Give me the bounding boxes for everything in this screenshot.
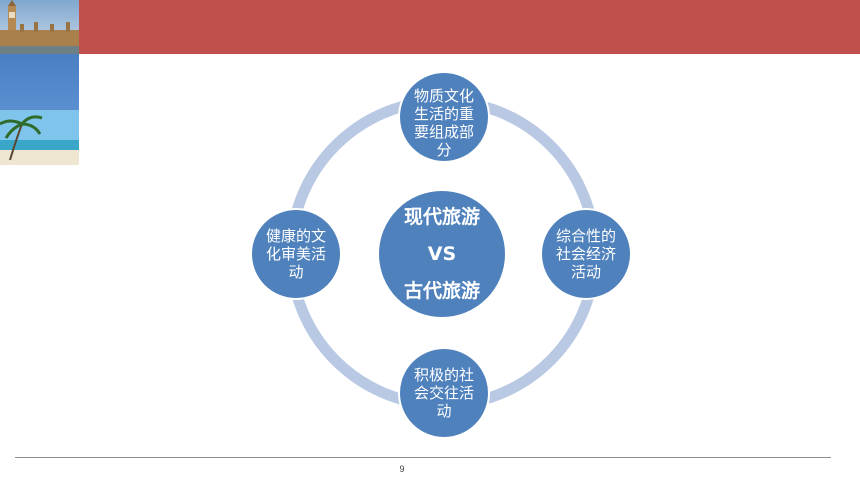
node-top-label: 物质文化生活的重要组成部分 [414,87,475,159]
node-left: 健康的文化审美活动 [250,208,342,300]
center-title-ancient: 古代旅游 [403,279,480,302]
header-band [79,0,860,54]
footer-divider [15,457,831,458]
node-right: 综合性的社会经济活动 [540,208,632,300]
node-top: 物质文化生活的重要组成部分 [398,71,490,163]
node-right-label: 综合性的社会经济活动 [556,227,617,281]
node-bottom-label: 积极的社会交往活动 [414,366,475,420]
center-title-modern: 现代旅游 [403,205,480,228]
blue-panel [0,54,79,110]
node-bottom: 积极的社会交往活动 [398,347,490,439]
node-left-label: 健康的文化审美活动 [266,227,327,281]
beach-photo [0,110,79,165]
page-number: 9 [399,464,405,474]
center-circle: 现代旅游 VS 古代旅游 [377,189,507,319]
center-vs: VS [427,242,457,265]
london-photo [0,0,79,54]
